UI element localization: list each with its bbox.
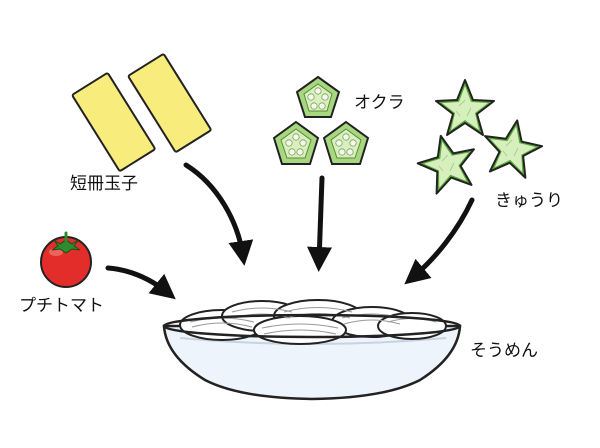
cucumber-star-top <box>435 79 495 136</box>
egg-strip-right <box>127 53 212 153</box>
cherry-tomato <box>40 231 92 288</box>
okra-slice-right <box>322 120 370 165</box>
label-cherry-tomato: プチトマト <box>19 296 104 316</box>
label-cucumber: きゅうり <box>495 191 563 211</box>
arrow-cucumber-to-bowl <box>404 197 475 285</box>
bowl-rim <box>162 313 462 339</box>
arrow-tomato-to-bowl <box>105 265 176 300</box>
arrow-egg-to-bowl <box>183 162 254 266</box>
label-somen: そうめん <box>470 341 538 361</box>
egg-strip-left <box>71 72 156 172</box>
cucumber-star-right <box>484 119 544 179</box>
somen-bowl <box>162 299 462 401</box>
egg-strips <box>71 53 212 172</box>
arrow-okra-to-bowl <box>307 175 333 272</box>
tomato-stem <box>51 239 81 254</box>
arrows <box>105 162 475 300</box>
okra-slice-top <box>295 75 341 118</box>
cucumber-star-left <box>416 134 475 195</box>
label-tanzaku-egg: 短冊玉子 <box>70 174 138 194</box>
okra-slices <box>272 75 370 165</box>
bowl-body <box>162 324 462 401</box>
cucumber-stars <box>416 79 544 195</box>
okra-slice-left <box>272 120 320 165</box>
label-okra: オクラ <box>354 93 405 113</box>
